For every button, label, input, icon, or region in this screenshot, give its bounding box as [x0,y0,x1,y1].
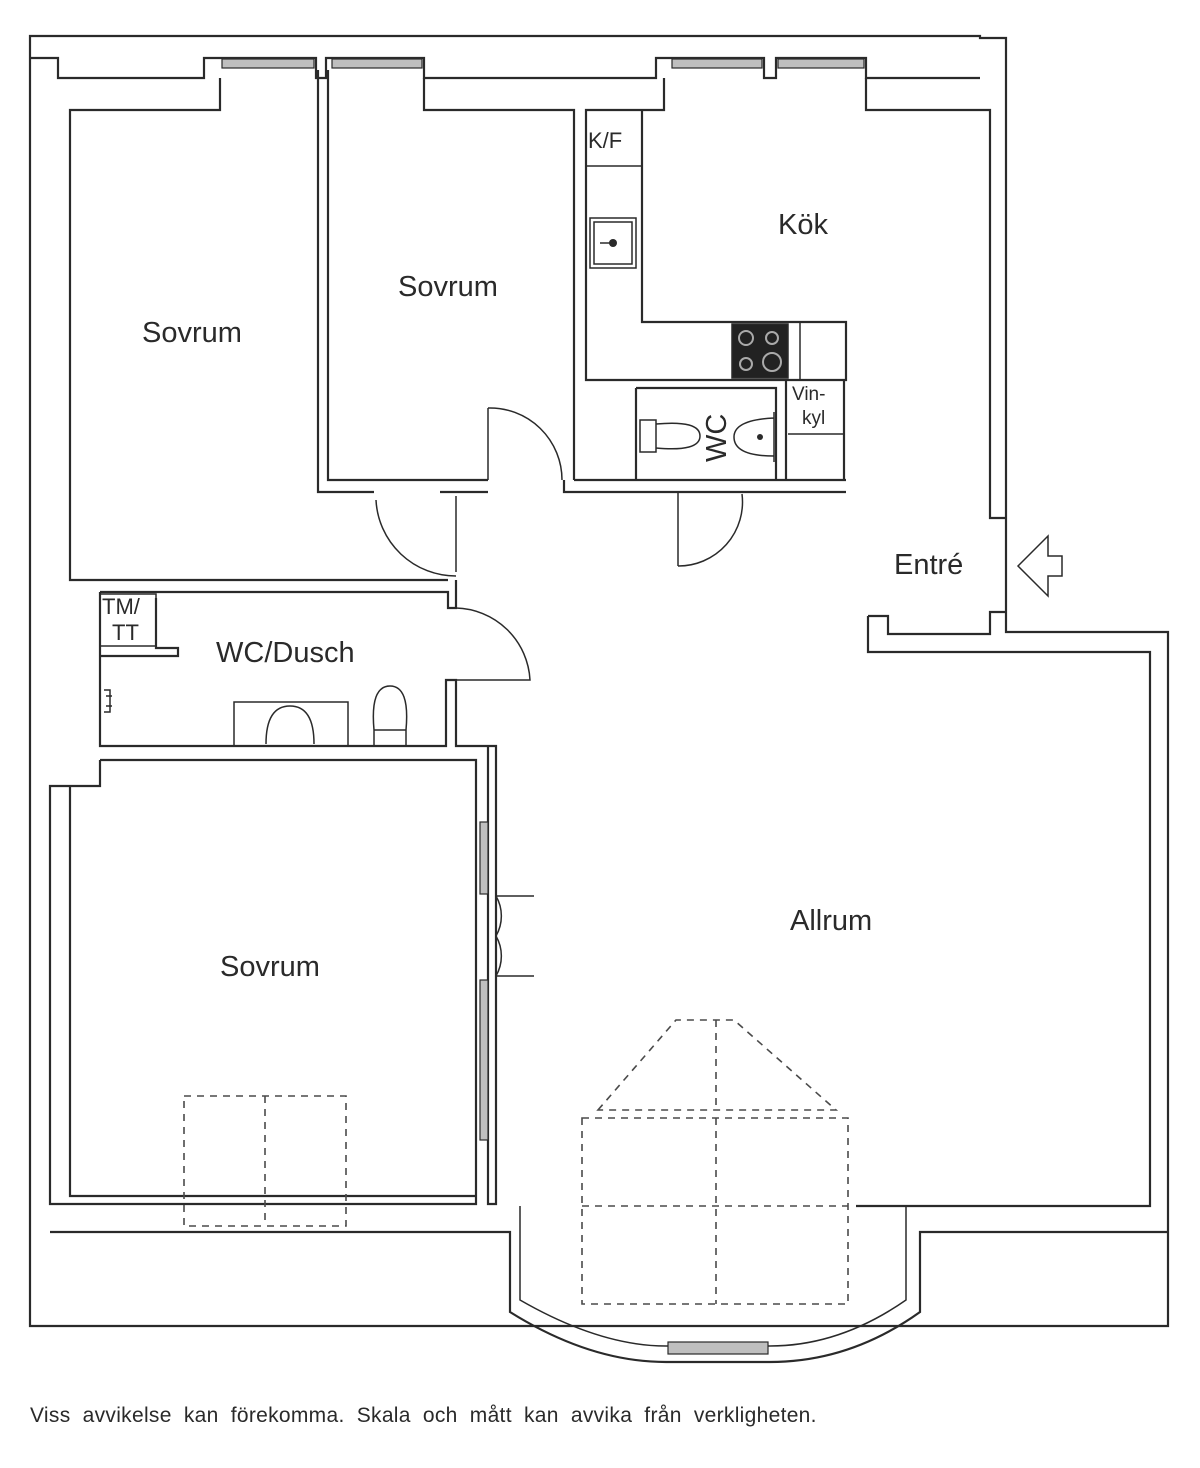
stove-burner-1 [738,330,754,346]
door-wc-dusch [455,607,531,681]
entrance-arrow-icon [1016,534,1063,598]
wall-kitchen [584,78,1006,520]
window-inner-2 [479,979,489,1141]
window-bay [667,1341,769,1355]
stove-icon [731,323,789,379]
toilet-wc-dusch-icon [372,685,408,746]
label-vinkyl-2: kyl [802,408,825,429]
label-sovrum-top-mid: Sovrum [398,271,498,303]
washbasin-small-icon [733,412,775,462]
door-small-wc [677,492,744,567]
sink-kitchen-inner [593,221,633,265]
window-inner-1 [479,821,489,895]
window-top-4 [777,58,865,69]
sink-kitchen [589,217,637,269]
label-allrum: Allrum [790,905,872,937]
label-kf: K/F [588,128,622,153]
bottom-facade [50,1230,1168,1364]
label-tmtt-1: TM/ [102,594,141,619]
label-vinkyl-1: Vin- [792,384,825,405]
washbasin-wc-dusch-icon [265,705,315,745]
label-sovrum-bottom: Sovrum [220,951,320,983]
wall-bedroom-bottom [48,758,478,1206]
washbasin-wc-dusch-counter [233,701,349,747]
toilet-small-icon [639,419,701,453]
window-top-3 [671,58,763,69]
door-bedroom-top-left [375,496,457,577]
tmtt-box [99,593,157,647]
shower-icon [104,689,112,713]
bay-dashed-roof [596,1019,839,1111]
stove-burner-2 [765,331,779,345]
label-tmtt-2: TT [112,620,139,645]
wall-bedroom-top-mid [422,78,846,494]
label-sovrum-top-left: Sovrum [142,317,242,349]
door-bedroom-top-mid [487,407,563,481]
wall-wc-dusch [98,580,498,1206]
wall-entrance [856,610,1152,1208]
window-top-1 [221,58,315,69]
label-wc-dusch: WC/Dusch [216,637,355,669]
label-entre: Entré [894,549,963,581]
facade-inner-top [30,56,980,80]
stove-burner-4 [762,352,782,372]
wall-bedroom-top-left [68,78,448,582]
bay-dashed-floor [581,1117,849,1305]
label-wc-small: WC [701,414,733,462]
washbasin-drain-icon [757,434,763,440]
stove-burner-3 [739,357,753,371]
double-door-bedroom-bottom [495,895,534,977]
label-kitchen: Kök [778,209,828,241]
wall-small-wc [634,380,846,480]
disclaimer-text: Viss avvikelse kan förekomma. Skala och … [30,1404,817,1427]
outer-wall [28,34,1170,1328]
wall-partition-bedrooms [316,70,488,494]
window-top-2 [331,58,423,69]
floor-plan: Sovrum Sovrum Kök K/F WC Vin- kyl Entré … [28,34,1170,1364]
